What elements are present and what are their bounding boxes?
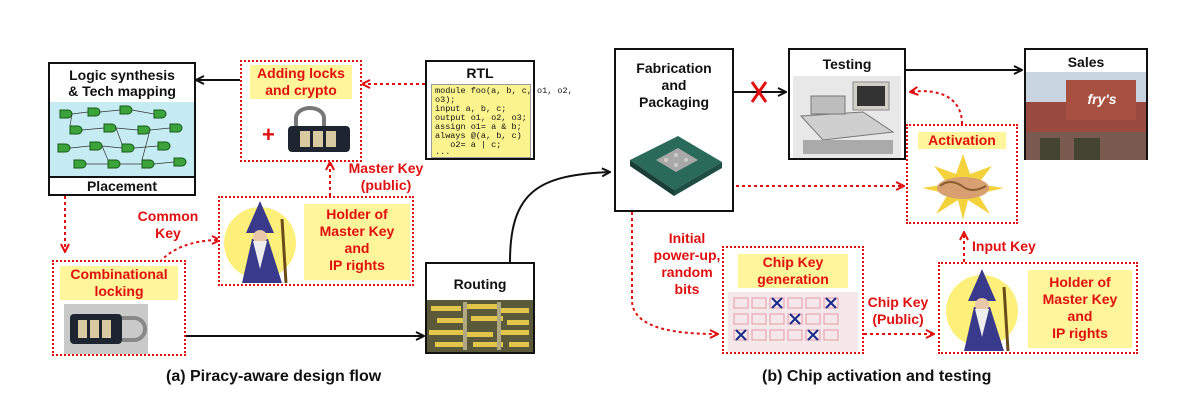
wizard-icon bbox=[946, 269, 1018, 352]
initial-power-up-label: Initial power-up, random bits bbox=[653, 230, 721, 297]
adding-locks-box: Adding locks and crypto + bbox=[240, 60, 362, 162]
master-key-public-label: Master Key (public) bbox=[348, 160, 424, 193]
input-key-label: Input Key bbox=[972, 238, 1036, 254]
caption-panel-a: (a) Piracy-aware design flow bbox=[166, 368, 382, 385]
fabrication-box: Fabrication and Packaging bbox=[614, 48, 734, 212]
combinational-label-2: locking bbox=[60, 283, 178, 300]
arrow-activation-to-testing bbox=[910, 91, 963, 125]
holder-b-label: Holder of Master Key and IP rights bbox=[1042, 274, 1118, 341]
rtl-code-line: module foo(a, b, c, o1, o2, bbox=[435, 86, 573, 96]
rtl-code-line: always @(a, b, c) bbox=[435, 131, 522, 141]
holder-a-label: Holder of Master Key and IP rights bbox=[319, 206, 395, 273]
caption-panel-b: (b) Chip activation and testing bbox=[762, 368, 992, 385]
logic-synthesis-label-2: & Tech mapping bbox=[68, 83, 176, 99]
chip-key-generation-box: Chip Key generation bbox=[722, 246, 864, 354]
placement-label: Placement bbox=[86, 178, 158, 194]
rtl-box: RTL module foo(a, b, c, o1, o2, o3); inp… bbox=[425, 60, 573, 160]
routing-image bbox=[427, 300, 533, 352]
logic-synthesis-label-1: Logic synthesis bbox=[69, 67, 175, 83]
rtl-label: RTL bbox=[466, 65, 494, 81]
activation-box: Activation bbox=[906, 124, 1018, 224]
routing-box: Routing bbox=[425, 262, 535, 354]
testing-label: Testing bbox=[822, 56, 872, 72]
rtl-code-line: o2= a | c; bbox=[435, 140, 502, 150]
plus-sign: + bbox=[262, 122, 275, 147]
rtl-code-line: output o1, o2, o3; bbox=[435, 113, 527, 123]
chip-key-public-label: Chip Key (Public) bbox=[867, 294, 929, 327]
adding-locks-label-2: and crypto bbox=[250, 82, 352, 99]
rtl-code-block: module foo(a, b, c, o1, o2, o3); input a… bbox=[431, 84, 573, 158]
rtl-code-line: assign o1= a & b; bbox=[435, 122, 522, 132]
rtl-code-line: o3); bbox=[435, 95, 456, 105]
wizard-icon bbox=[224, 201, 296, 284]
store-image: fry's bbox=[1026, 72, 1146, 160]
lottery-ticket-image bbox=[728, 292, 858, 352]
routing-label: Routing bbox=[453, 276, 507, 292]
arrow-fab-to-chipkeygen bbox=[631, 212, 718, 334]
combinational-label-1: Combinational bbox=[60, 266, 178, 283]
fabrication-label: Fabrication and Packaging bbox=[636, 60, 712, 110]
arrow-common-key-to-holder bbox=[159, 240, 220, 263]
arrow-routing-to-fabrication bbox=[509, 172, 610, 263]
testing-box: Testing bbox=[788, 48, 906, 160]
handshake-icon bbox=[922, 154, 1004, 220]
adding-locks-label-1: Adding locks bbox=[250, 65, 352, 82]
padlock-icon bbox=[64, 304, 148, 354]
combinational-locking-box: Combinational locking bbox=[52, 260, 186, 356]
store-sign-text: fry's bbox=[1087, 91, 1116, 107]
activation-label: Activation bbox=[918, 132, 1006, 149]
test-equipment-image bbox=[793, 76, 901, 158]
rtl-code-line: ... bbox=[435, 147, 451, 157]
logic-synthesis-box: Logic synthesis & Tech mapping Placement bbox=[48, 62, 196, 196]
holder-box-a: Holder of Master Key and IP rights bbox=[218, 196, 414, 286]
chip-package-image bbox=[630, 136, 722, 196]
sales-label: Sales bbox=[1067, 54, 1105, 70]
holder-box-b: Holder of Master Key and IP rights bbox=[938, 262, 1138, 354]
padlock-icon bbox=[288, 106, 350, 152]
blocked-x-icon bbox=[750, 81, 768, 103]
chip-key-gen-label-1: Chip Key bbox=[738, 254, 848, 271]
common-key-label: Common Key bbox=[137, 208, 199, 241]
chip-key-gen-label-2: generation bbox=[738, 271, 848, 288]
gate-netlist-image bbox=[50, 102, 194, 176]
sales-box: Sales fry's bbox=[1024, 48, 1148, 160]
rtl-code-line: input a, b, c; bbox=[435, 104, 507, 114]
